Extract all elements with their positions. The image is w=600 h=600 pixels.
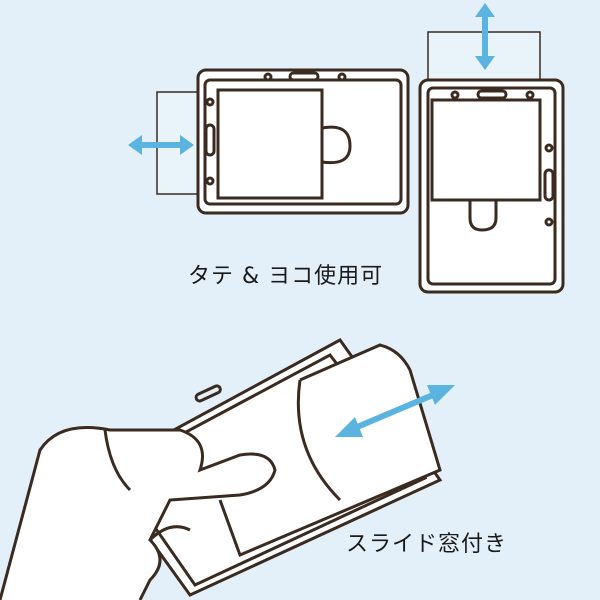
orientation-caption: タテ & ヨコ使用可 [188,264,384,289]
vertical-card-holder [418,31,565,294]
diagonal-arrow [348,389,442,433]
horizontal-card-holder [156,68,410,215]
slide-arrows [128,3,495,437]
slide-holder-in-hand [0,338,443,600]
horizontal-arrow-heads [128,135,194,155]
slide-window-caption: スライド窓付き [346,532,508,557]
diagonal-arrow-heads [335,385,455,437]
vertical-arrow-heads [475,3,495,70]
